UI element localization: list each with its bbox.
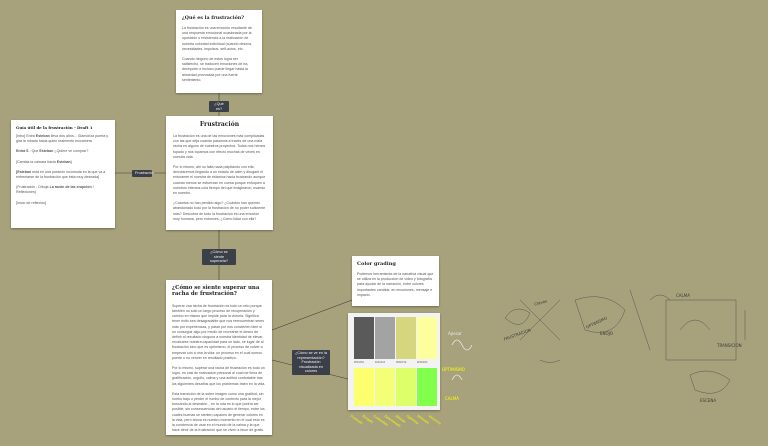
card-paragraph: La frustración es una emoción resultante…: [182, 26, 253, 51]
card-paragraph: Esta transición de la sobre imagen como …: [172, 391, 265, 433]
swatch: [354, 368, 374, 406]
card-guia-util[interactable]: Guía útil de la frustración - Draft 1 [I…: [11, 120, 115, 228]
card-title: ¿Qué es la frustración?: [182, 15, 245, 21]
card-title: Color grading: [357, 261, 396, 267]
script-line: [Esteban está en una posición incómoda e…: [16, 169, 106, 180]
swatch: [375, 368, 395, 406]
script-line: [Intro] Entra Esteban lleva dos años... …: [16, 134, 109, 144]
sketch-note: CALMA: [445, 396, 459, 401]
swatch: [417, 317, 437, 359]
swatch: [354, 317, 374, 359]
script-line: [Inicio de reflexión]: [16, 200, 46, 205]
sketch-note: OPTIMISMO: [442, 367, 465, 372]
card-paragraph: Por lo mismo, superar una racha de frust…: [172, 366, 266, 386]
card-paragraph: Podemos herramienta de la narrativa visu…: [357, 272, 434, 297]
connector-tag-que-es[interactable]: ¿Qué es?: [209, 101, 229, 113]
connector-tag-color[interactable]: ¿Cómo se ve en la representación? Frustr…: [292, 350, 330, 375]
card-title: Guía útil de la frustración - Draft 1: [16, 125, 93, 130]
card-paragraph: Superar una racha de frustración es todo…: [172, 303, 265, 360]
sketch-note: ENOJO: [600, 331, 613, 336]
card-title: ¿Cómo se siente superar una racha de fru…: [172, 285, 260, 298]
script-line: (Frustración - Dibuja La razón de las er…: [16, 185, 94, 195]
sketch-note: TRANSICION: [717, 343, 742, 348]
card-color-grading[interactable]: Color grading Podemos herramienta de la …: [352, 256, 439, 306]
swatch: [375, 317, 395, 359]
script-line: [Cambia la cámara hacia Esteban]: [16, 159, 72, 164]
swatch: [396, 368, 416, 406]
card-como-se-siente[interactable]: ¿Cómo se siente superar una racha de fru…: [166, 280, 272, 435]
sketch-note: ESCENA: [700, 398, 717, 403]
card-paragraph: ¿Cuántos no han perdido algo? ¿Cuántos h…: [173, 201, 266, 221]
card-frustracion[interactable]: Frustración La frustración es una de las…: [166, 116, 273, 230]
script-line: Entra S : Que Esteban ¿Quiere ve comprar…: [16, 149, 89, 154]
card-paragraph: Cuando ninguno de estos logra ser satisf…: [182, 57, 249, 82]
swatch-label: #FDFE9C: [417, 361, 428, 364]
card-paragraph: La frustración es una de las emociones m…: [173, 134, 266, 159]
swatch-label: #5A5A5A: [354, 361, 365, 364]
connector-tag-como-se-siente[interactable]: ¿Cómo se siente superarla?: [202, 249, 236, 265]
sketch-note: CALMA: [676, 293, 690, 298]
swatch-label: #A3A3A3: [375, 361, 386, 364]
card-paragraph: Por lo mismo, ahí su falta nada palpitan…: [173, 165, 266, 196]
connector-tag-frustracion[interactable]: Frustración: [132, 170, 154, 177]
swatch: [417, 368, 437, 406]
sketch-note: Apesar: [448, 331, 462, 336]
card-que-es-frustracion[interactable]: ¿Qué es la frustración? La frustración e…: [176, 10, 262, 93]
swatch: [396, 317, 416, 359]
card-title: Frustración: [199, 121, 240, 128]
color-palette[interactable]: #5A5A5A #A3A3A3 #D6D67E #FDFE9C: [348, 313, 440, 410]
swatch-label: #D6D67E: [396, 361, 407, 364]
